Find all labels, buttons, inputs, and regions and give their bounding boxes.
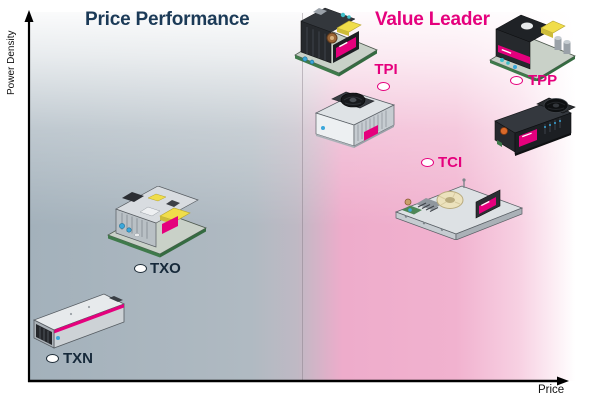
- component: [506, 61, 510, 65]
- capacitor: [119, 223, 125, 229]
- chassis-top: [115, 186, 199, 224]
- component: [340, 12, 346, 18]
- component: [500, 58, 504, 62]
- component: [347, 15, 351, 19]
- transformer: [336, 20, 362, 33]
- capacitor: [126, 227, 132, 233]
- brand-label: [479, 197, 496, 214]
- y-axis-arrow: [24, 10, 34, 22]
- product-image-txo: [107, 186, 207, 258]
- region-title-price-performance: Price Performance: [85, 9, 250, 30]
- x-axis-label: Price: [538, 384, 565, 396]
- marker-tci: [420, 157, 434, 167]
- brand-stripe: [54, 304, 124, 334]
- transformer: [159, 207, 191, 222]
- component: [139, 206, 161, 217]
- capacitor-body: [554, 38, 562, 50]
- product-label-txn: TXN: [63, 349, 93, 367]
- pcb-edge: [490, 60, 537, 81]
- capacitor: [408, 208, 412, 212]
- pcb-bit: [497, 140, 502, 147]
- product-label-tpi: TPI: [374, 61, 398, 78]
- component: [313, 8, 327, 15]
- brand-label: [336, 37, 356, 58]
- heatsink-base: [416, 198, 442, 210]
- capacitor: [513, 65, 517, 69]
- capacitor-top: [563, 40, 571, 44]
- small-toroid: [404, 198, 412, 206]
- fan-hub: [552, 103, 560, 108]
- marker-txn: [45, 353, 59, 363]
- y-axis-label: Power Density: [6, 30, 17, 95]
- brand-label: [519, 129, 537, 147]
- base-rim: [515, 133, 571, 156]
- product-image-txn: [32, 293, 126, 349]
- toroid-hole: [445, 197, 455, 203]
- brand-label: [162, 216, 178, 234]
- pcb-edge: [537, 56, 575, 81]
- capacitor-body: [563, 42, 571, 54]
- brand-label: [498, 45, 530, 64]
- region-title-value-leader: Value Leader: [375, 9, 490, 30]
- marker-tpp: [509, 75, 523, 85]
- base-rim: [316, 134, 354, 148]
- vent-patch: [109, 296, 123, 302]
- product-image-tci: [394, 178, 524, 240]
- transformer: [147, 193, 167, 202]
- product-image-tpi-enclosed: [314, 91, 396, 148]
- capacitor: [309, 59, 315, 65]
- fan-hub: [349, 97, 357, 103]
- tray-front: [395, 211, 457, 240]
- pcb-edge: [339, 50, 377, 77]
- region-divider-line: [302, 13, 303, 380]
- marker-txo: [133, 263, 147, 273]
- component: [521, 22, 533, 30]
- pcb-edge: [160, 228, 206, 258]
- capacitor: [302, 56, 308, 62]
- capacitor: [56, 336, 60, 340]
- product-label-txo: TXO: [150, 259, 181, 277]
- component: [500, 127, 508, 135]
- product-image-tpp-enclosed: [494, 97, 576, 156]
- pcb-section: [402, 205, 422, 215]
- product-image-tpi-open: [294, 7, 378, 77]
- product-label-tci: TCI: [438, 153, 463, 171]
- heatsink: [122, 192, 144, 202]
- component: [166, 200, 180, 207]
- transformer-side: [337, 28, 349, 36]
- pcb-edge: [108, 235, 160, 258]
- transformer-side: [541, 28, 553, 38]
- capacitor-top: [554, 36, 562, 40]
- base-rim: [354, 125, 394, 148]
- tray-side: [455, 207, 523, 240]
- x-axis-arrow: [557, 376, 569, 386]
- capacitor: [321, 126, 325, 130]
- product-label-tpp: TPP: [528, 71, 558, 89]
- marker-tpi: [376, 81, 390, 91]
- brand-label: [364, 125, 378, 142]
- product-image-tpp-open: [489, 14, 576, 81]
